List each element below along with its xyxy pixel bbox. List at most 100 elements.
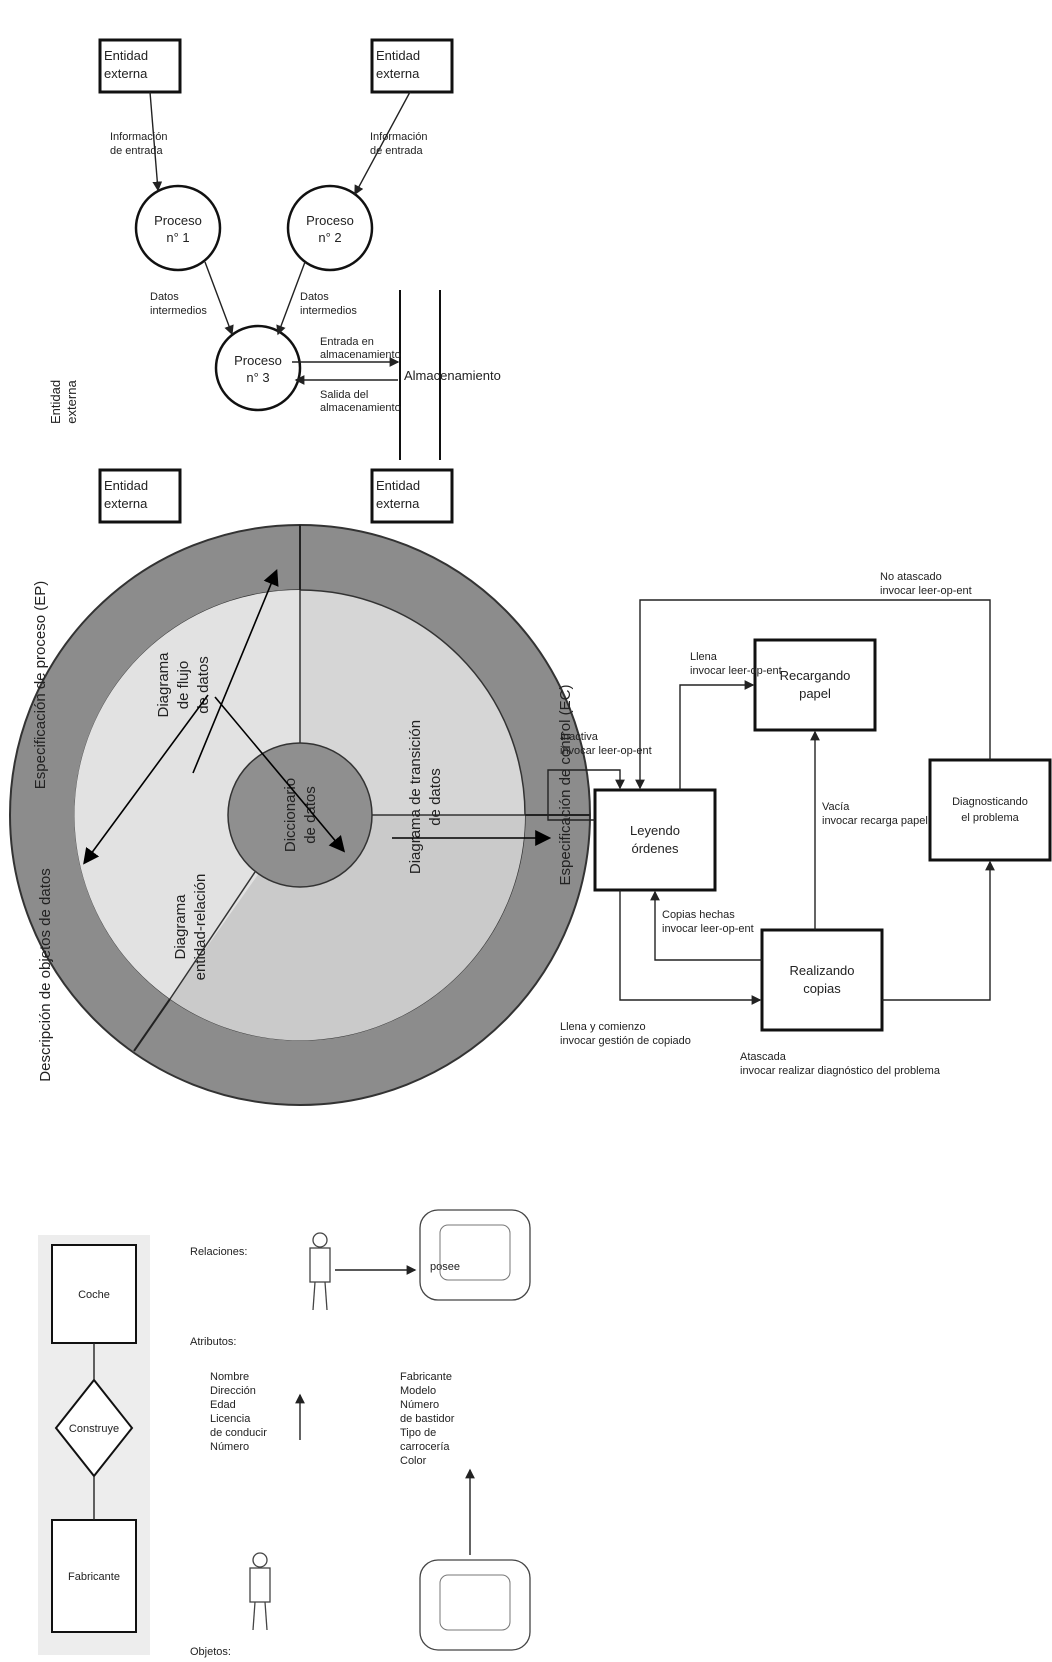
sector-er-label-2: entidad-relación [192, 874, 209, 981]
car-icon [419, 1559, 531, 1651]
arrow-to-dfd [192, 569, 279, 774]
state-realizando-1: Realizando [789, 963, 854, 978]
state-recargando-1: Recargando [780, 668, 851, 683]
dfd-ext-bl-2: externa [376, 66, 420, 81]
sector-transicion-label-1: Diagrama de transición [407, 720, 424, 874]
t-llena-comienzo-1: Llena y comienzo [560, 1021, 646, 1033]
person-attr-1: Nombre [210, 1371, 249, 1383]
center-label-1: Diccionario [282, 778, 299, 852]
er-diagram: Coche Construye Fabricante [38, 1235, 150, 1655]
ring-bottom-label: Especificación de control (EC) [557, 685, 574, 886]
sector-er-label-1: Diagrama [172, 894, 189, 960]
dfd-ext-1-b: externa [64, 380, 79, 424]
er-entity-fabricante [51, 1519, 137, 1633]
transition-copias [650, 890, 762, 961]
analysis-model-wheel: Diccionario de datos Diagrama de flujo d… [9, 524, 591, 1106]
er-posee-label: posee [430, 1261, 460, 1273]
person-icon [249, 1552, 271, 1631]
t-llena-comienzo-2: invocar gestión de copiado [560, 1035, 691, 1047]
t-copias-1: Copias hechas [662, 909, 735, 921]
state-recargando-2: papel [799, 686, 831, 701]
arrow-to-er-objects [214, 696, 346, 853]
dfd-p3-2: n° 3 [246, 370, 269, 385]
t-copias-2: invocar leer-op-ent [662, 923, 754, 935]
dfd-p2-1: Proceso [306, 213, 354, 228]
sector-flujo-label-2: de flujo [175, 661, 192, 709]
car-attr-3: Número [400, 1399, 439, 1411]
state-realizando [760, 928, 884, 1032]
er-atributos-label: Atributos: [190, 1336, 236, 1348]
dfd-store-label: Almacenamiento [404, 368, 501, 383]
dfd-p1-2: n° 1 [166, 230, 189, 245]
flow-in-2 [354, 91, 411, 196]
car-attr-5: Tipo de [400, 1427, 436, 1439]
car-attr-6: carrocería [400, 1441, 450, 1453]
dfd-in1-1: Información [110, 131, 167, 143]
dfd-process-3 [214, 324, 302, 412]
dfd-external-entity-top-right [98, 468, 182, 524]
dfd-ext-tl-2: externa [104, 66, 148, 81]
sector-transicion-label-2: de datos [427, 768, 444, 826]
dfd-ext-br-1: Entidad [376, 478, 420, 493]
dfd-p2-2: n° 2 [318, 230, 341, 245]
transition-atascada [882, 860, 995, 1001]
person-attr-2: Dirección [210, 1385, 256, 1397]
t-atascada-1: Atascada [740, 1051, 787, 1063]
t-llena-1: Llena [690, 651, 718, 663]
sector-er-fill [74, 589, 300, 999]
dfd-store-out-1: Salida del [320, 389, 368, 401]
person-attr-4: Licencia [210, 1413, 251, 1425]
person-attr-5: de conducir [210, 1427, 267, 1439]
er-coche-label: Coche [78, 1289, 110, 1301]
data-flow-diagram: Entidad externa [48, 38, 454, 524]
state-diagnosticando-1: Diagnosticando [952, 796, 1028, 808]
sector-transicion-fill [170, 815, 526, 1041]
dfd-mid1-2: intermedios [150, 305, 207, 317]
t-inactiva-1: Inactiva [560, 731, 599, 743]
t-no-atascado-2: invocar leer-op-ent [880, 585, 972, 597]
dfd-store-in-2: almacenamiento [320, 349, 401, 361]
er-objects-section: Objetos: Relaciones: Atributos: posee No… [190, 1209, 531, 1658]
er-fabricante-label: Fabricante [68, 1571, 120, 1583]
dfd-ext-tr-1: Entidad [104, 478, 148, 493]
car-attr-4: de bastidor [400, 1413, 455, 1425]
dfd-process-1 [134, 184, 222, 272]
dfd-in2-1: Información [370, 131, 427, 143]
t-inactiva-2: invocar leer-op-ent [560, 745, 652, 757]
dfd-external-entity-bottom-right [370, 468, 454, 524]
car-icon-relaciones [419, 1209, 531, 1301]
flow-mid-1 [204, 261, 234, 336]
state-transition-diagram: Leyendo órdenes Recargando papel Realiza… [547, 571, 1052, 1077]
state-diagnosticando [928, 758, 1052, 862]
dfd-labels: Entidad externa Entidad externa Entidad … [104, 48, 501, 511]
dfd-mid1-1: Datos [150, 291, 179, 303]
t-vacia-2: invocar recarga papel [822, 815, 928, 827]
state-leyendo-1: Leyendo [630, 823, 680, 838]
t-no-atascado-1: No atascado [880, 571, 942, 583]
state-recargando [753, 638, 877, 732]
t-llena-2: invocar leer-op-ent [690, 665, 782, 677]
ring-divider-bottom [133, 998, 171, 1052]
person-icon-relaciones [309, 1232, 331, 1311]
dfd-external-entity-top-left [98, 38, 182, 94]
center-label-2: de datos [302, 786, 319, 844]
transition-no-atascado [635, 599, 991, 790]
dfd-ext-tr-2: externa [104, 496, 148, 511]
car-attr-7: Color [400, 1455, 427, 1467]
person-attr-3: Edad [210, 1399, 236, 1411]
er-objetos-label: Objetos: [190, 1646, 231, 1658]
dfd-store-in-1: Entrada en [320, 336, 374, 348]
state-leyendo-2: órdenes [632, 841, 679, 856]
dfd-store-out-2: almacenamiento [320, 402, 401, 414]
dfd-p1-1: Proceso [154, 213, 202, 228]
transition-llena-comienzo [619, 890, 762, 1005]
ring-left-label: Descripción de objetos de datos [37, 868, 54, 1081]
flow-mid-2 [276, 261, 306, 336]
dfd-p3-1: Proceso [234, 353, 282, 368]
ring-top-label: Especificación de proceso (EP) [32, 581, 49, 789]
dfd-ext-br-2: externa [376, 496, 420, 511]
sector-flujo-label-3: de datos [195, 656, 212, 714]
person-attr-6: Número [210, 1441, 249, 1453]
